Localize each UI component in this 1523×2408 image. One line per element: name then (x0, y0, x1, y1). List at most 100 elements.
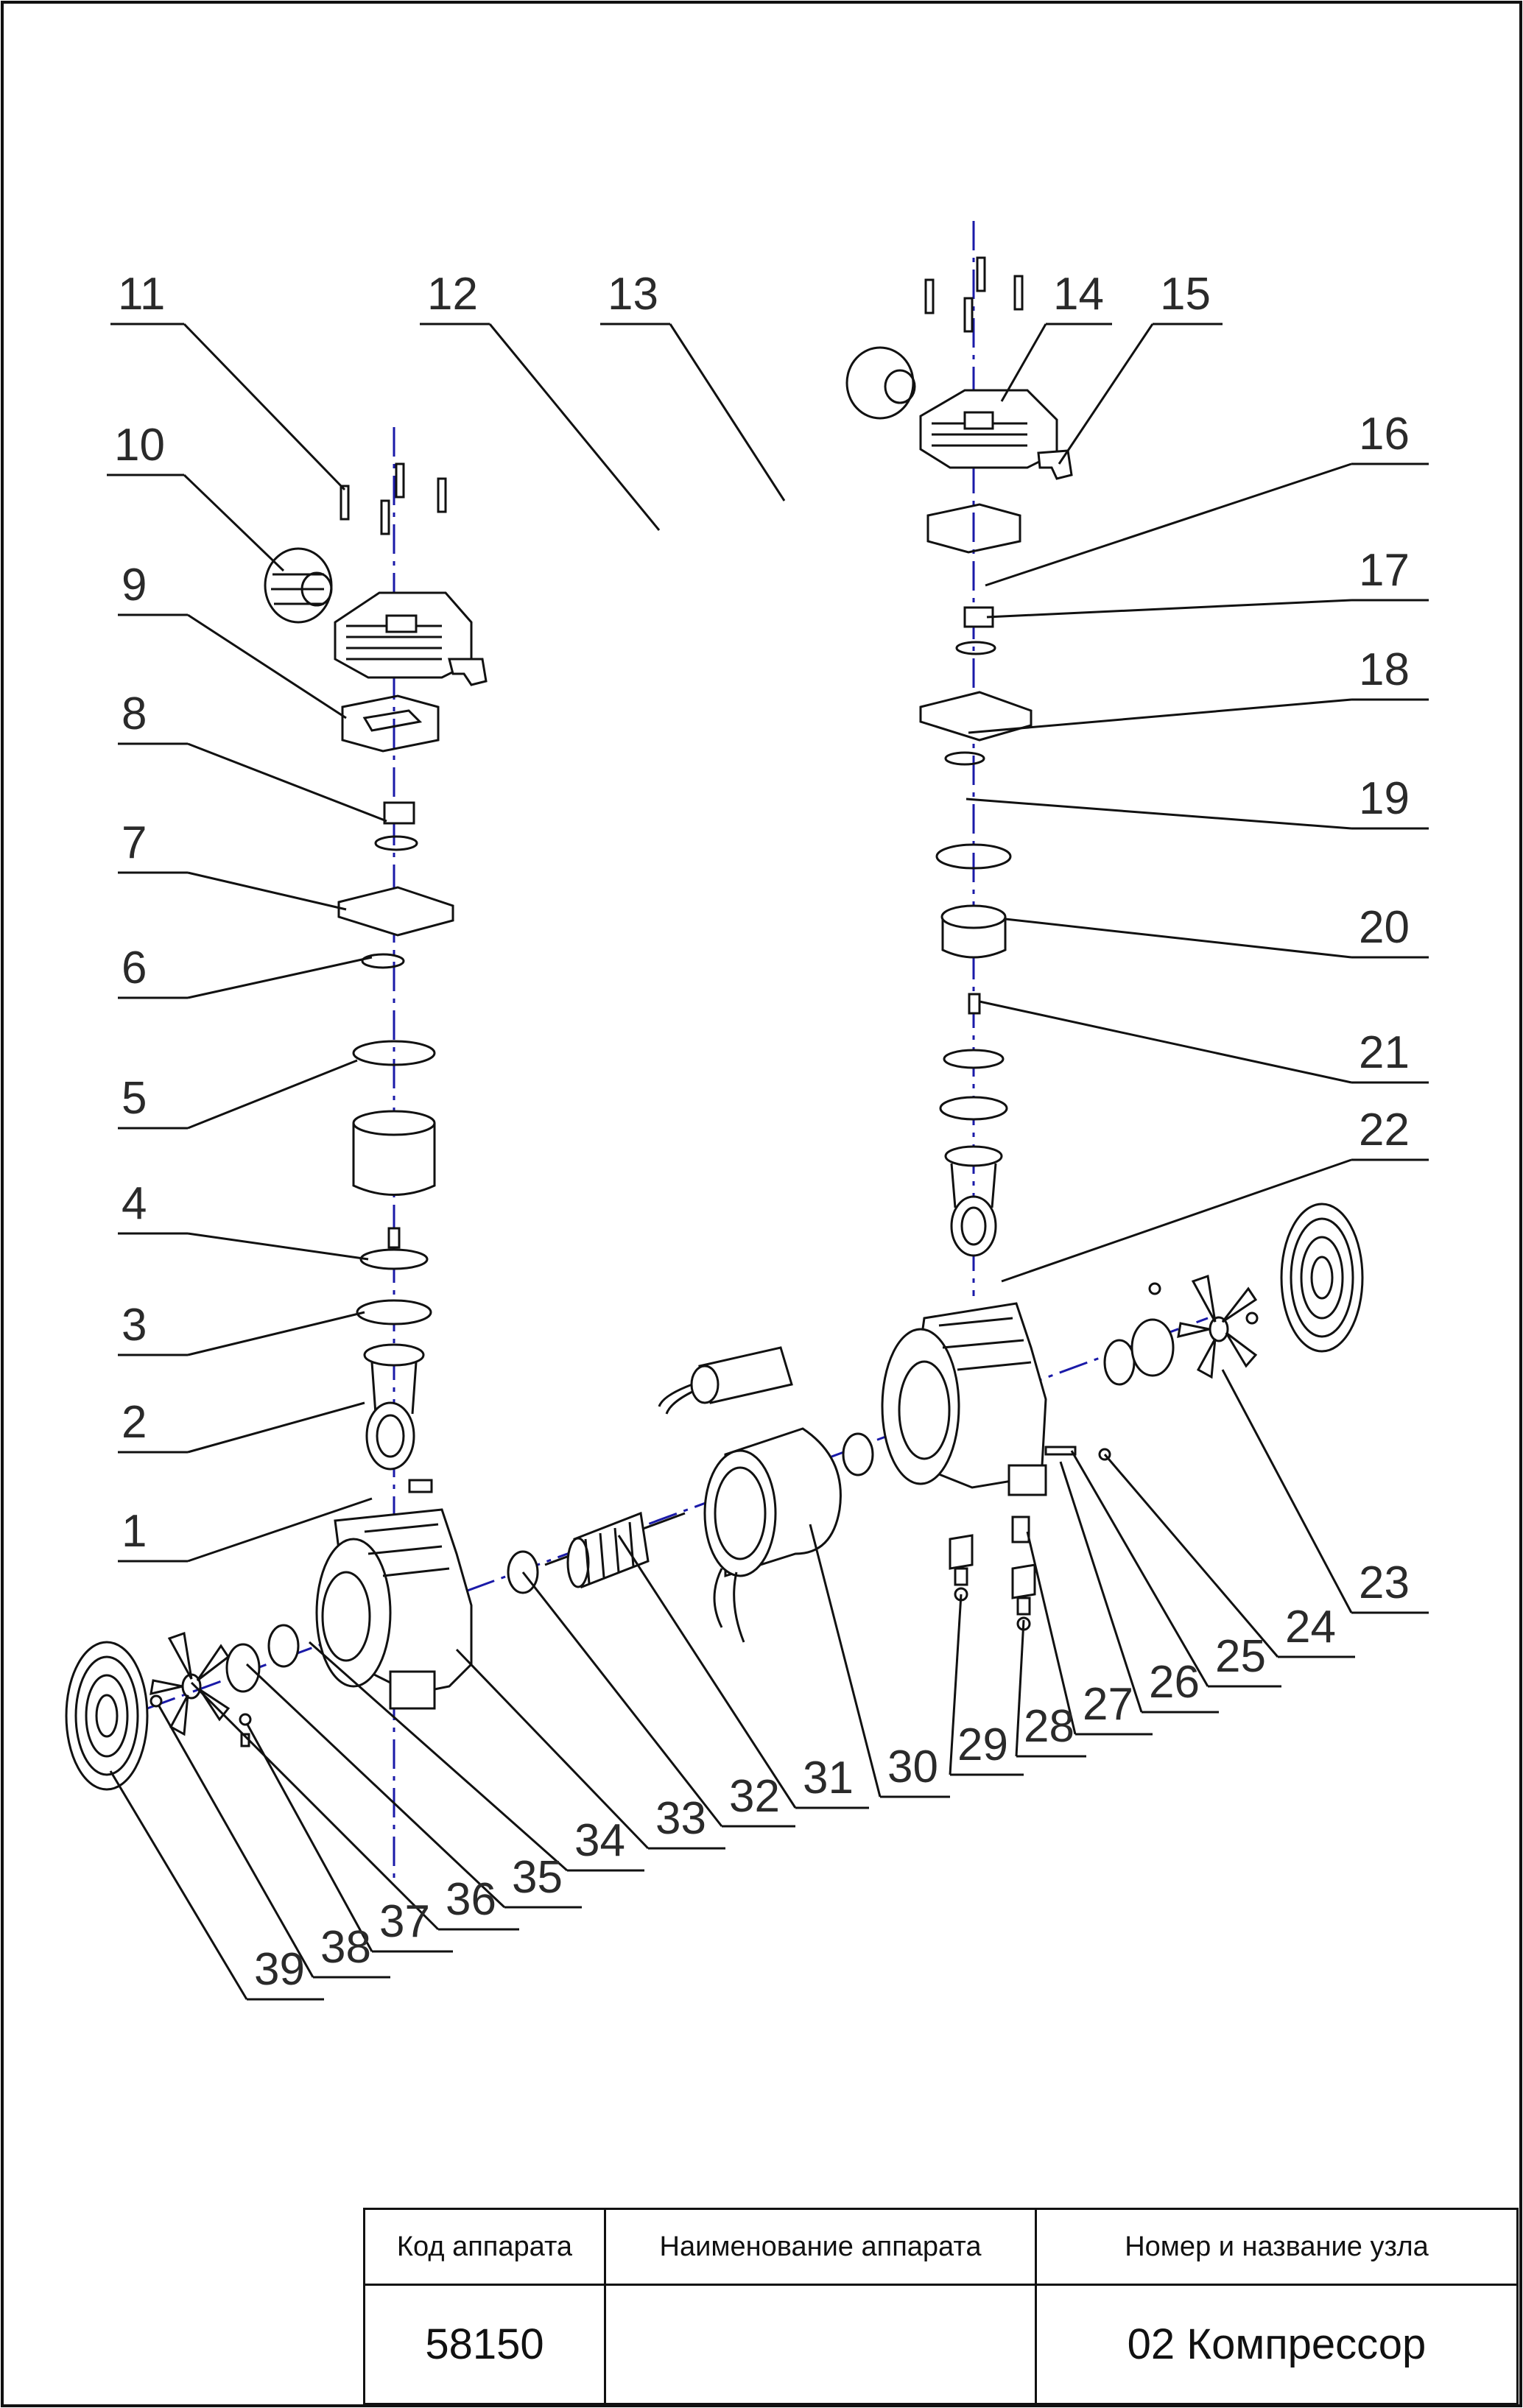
head-bolts-right (924, 256, 1024, 333)
nut-left (150, 1694, 163, 1708)
leader-line-5 (187, 1059, 358, 1130)
reed-clip-left (383, 801, 415, 825)
leader-line-27 (1026, 1531, 1077, 1735)
callout-36: 36 (446, 1874, 496, 1925)
filter-right (845, 346, 916, 420)
callout-4: 4 (122, 1178, 147, 1229)
reed-left (374, 835, 418, 851)
leader-line-38 (157, 1704, 314, 1978)
washer-right (1148, 1282, 1161, 1295)
callout-17: 17 (1359, 545, 1410, 596)
callout-16: 16 (1359, 409, 1410, 460)
callout-35: 35 (512, 1852, 563, 1903)
connecting-rod-right (944, 1145, 1003, 1257)
callout-10: 10 (114, 420, 165, 471)
leader-line-3 (187, 1311, 365, 1356)
callout-6: 6 (122, 943, 147, 993)
leader-line-25 (1070, 1450, 1209, 1687)
gasket-head-right (926, 503, 1021, 554)
leader-line-2 (187, 1401, 365, 1454)
leader-line-33 (455, 1648, 650, 1850)
leader-line-36 (190, 1681, 440, 1931)
piston-cup-left (356, 1299, 432, 1326)
o-ring-left (352, 1040, 436, 1066)
bearing-left (267, 1624, 300, 1668)
leader-line-35 (245, 1663, 506, 1909)
connecting-rod-left (363, 1343, 425, 1471)
head-bolts-left (340, 462, 447, 535)
rubber-feet (949, 1534, 1036, 1631)
o-ring-right (935, 843, 1012, 870)
fan-cover-right (1280, 1203, 1364, 1353)
fan-right (1177, 1274, 1258, 1379)
callout-24: 24 (1285, 1602, 1336, 1652)
callout-2: 2 (122, 1397, 147, 1448)
capacitor (658, 1346, 793, 1415)
callout-3: 3 (122, 1300, 147, 1351)
bearing-rotor-right (842, 1432, 874, 1476)
leader-line-10 (183, 473, 285, 572)
leader-line-19 (965, 798, 1352, 830)
bearing-right (1103, 1339, 1136, 1386)
filter-left (264, 547, 333, 624)
leader-line-37 (245, 1722, 373, 1952)
leader-line-30 (809, 1524, 882, 1798)
callout-39: 39 (254, 1944, 305, 1995)
callout-33: 33 (655, 1793, 706, 1844)
callout-34: 34 (574, 1815, 625, 1866)
leader-line-22 (1001, 1158, 1352, 1283)
leader-line-4 (187, 1232, 369, 1261)
callout-8: 8 (122, 689, 147, 739)
name-header: Наименование аппарата (606, 2210, 1037, 2286)
bolt-crank-right (1044, 1446, 1077, 1456)
callout-30: 30 (887, 1742, 938, 1792)
fan-hub-right (1130, 1318, 1175, 1377)
callout-18: 18 (1359, 644, 1410, 695)
fan-hub-left (225, 1643, 261, 1693)
leader-line-16 (985, 462, 1352, 587)
callout-15: 15 (1160, 269, 1211, 320)
leader-line-28 (1015, 1619, 1025, 1757)
valve-plate-left (337, 886, 454, 937)
callout-37: 37 (379, 1896, 430, 1947)
callout-7: 7 (122, 817, 147, 868)
piston-cup-right (939, 1096, 1008, 1121)
code-value: 58150 (365, 2286, 606, 2403)
motor-parts (507, 1427, 874, 1643)
callout-38: 38 (320, 1922, 371, 1973)
leader-line-7 (187, 871, 347, 911)
node-header: Номер и название узла (1037, 2210, 1516, 2286)
valve-elbow-right (1037, 449, 1073, 480)
leader-line-14 (1000, 323, 1047, 402)
right-cylinder-stack (845, 256, 1073, 1257)
piston-cap-left (359, 1248, 429, 1270)
rotor (544, 1511, 686, 1589)
leader-line-11 (183, 323, 346, 491)
leader-line-26 (1059, 1461, 1143, 1713)
leader-line-9 (187, 613, 347, 719)
callout-1: 1 (122, 1506, 147, 1557)
cylinder-head-left (334, 591, 473, 679)
callout-20: 20 (1359, 902, 1410, 953)
leader-line-12 (488, 323, 661, 531)
valve-plate-right (919, 691, 1033, 742)
leader-line-13 (669, 323, 786, 501)
callout-19: 19 (1359, 773, 1410, 824)
reed-lower-right (944, 751, 985, 766)
callout-32: 32 (729, 1771, 780, 1822)
piston-cap-right (943, 1049, 1005, 1069)
spring-right (1011, 1515, 1030, 1543)
crankcase-left (315, 1508, 473, 1710)
leader-line-17 (986, 599, 1352, 619)
callout-9: 9 (122, 560, 147, 610)
cylinder-sleeve-right (940, 904, 1007, 959)
callout-23: 23 (1359, 1557, 1410, 1608)
leader-line-6 (187, 956, 373, 999)
leader-line-15 (1058, 323, 1154, 465)
left-shaft-parts (65, 1624, 300, 1791)
callout-28: 28 (1024, 1701, 1074, 1752)
leader-line-29 (949, 1594, 963, 1775)
